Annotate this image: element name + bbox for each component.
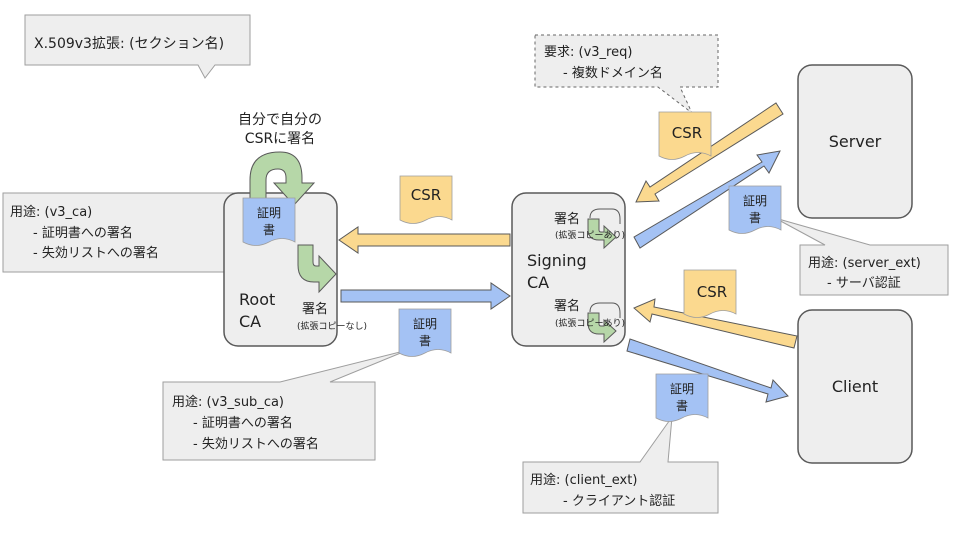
csr-label-client: CSR	[697, 283, 727, 301]
cert-document-server: 証明 書	[728, 185, 782, 234]
client-ext-title: 用途: (client_ext)	[530, 472, 637, 488]
server-ext-item: - サーバ認証	[827, 275, 901, 291]
v3-req-callout: 要求: (v3_req) - 複数ドメイン名	[534, 34, 719, 114]
signing-top-sign-label: 署名	[554, 211, 580, 227]
server-box: Server	[797, 64, 913, 219]
cert-arrow-root-to-signing	[340, 282, 511, 310]
cert-document-root: 証明 書	[242, 197, 296, 246]
v3-sub-ca-item-1: - 証明書への署名	[193, 415, 293, 431]
client-box: Client	[797, 309, 913, 464]
signing-top-sign-sublabel: (拡張コピーあり)	[555, 229, 625, 241]
v3-sub-ca-item-2: - 失効リストへの署名	[193, 436, 319, 452]
signing-bottom-curve-arrow	[587, 302, 621, 344]
server-ext-title: 用途: (server_ext)	[808, 255, 921, 271]
cert-label-sub-1: 証明	[413, 317, 437, 331]
signing-bottom-sign-sublabel: (拡張コピーあり)	[555, 317, 625, 329]
cert-document-sub: 証明 書	[398, 308, 452, 357]
cert-arrow-signing-to-client	[626, 338, 789, 403]
v3-req-item: - 複数ドメイン名	[563, 65, 663, 81]
server-ext-callout: 用途: (server_ext) - サーバ認証	[774, 217, 949, 296]
cert-label-client-2: 書	[676, 399, 688, 413]
server-label: Server	[829, 132, 882, 151]
signing-ca-label-line2: CA	[527, 273, 549, 292]
root-ca-label-line2: CA	[239, 312, 261, 331]
csr-arrow-client-to-signing	[633, 298, 798, 349]
root-sign-curve-arrow	[297, 244, 337, 294]
cert-label-server-2: 書	[749, 211, 761, 225]
cert-label-root-2: 書	[263, 223, 275, 237]
v3-ca-item-2: - 失効リストへの署名	[33, 245, 159, 261]
root-sign-sublabel: (拡張コピーなし)	[297, 320, 367, 332]
cert-label-sub-2: 書	[419, 334, 431, 348]
signing-bottom-sign-label: 署名	[554, 298, 580, 314]
signing-ca-label-line1: Signing	[527, 251, 587, 270]
csr-document-client: CSR	[683, 269, 737, 318]
cert-label-root-1: 証明	[257, 206, 281, 220]
client-ext-item: - クライアント認証	[563, 493, 675, 509]
root-sign-label: 署名	[302, 301, 328, 317]
section-name-text: X.509v3拡張: (セクション名)	[34, 36, 224, 52]
csr-arrow-signing-to-root	[338, 226, 511, 254]
section-name-callout: X.509v3拡張: (セクション名)	[24, 14, 251, 79]
cert-arrow-signing-to-server	[633, 150, 781, 249]
v3-ca-item-1: - 証明書への署名	[33, 225, 133, 241]
v3-sub-ca-title: 用途: (v3_sub_ca)	[172, 394, 284, 410]
self-sign-label-line1: 自分で自分の	[238, 112, 322, 128]
v3-sub-ca-callout: 用途: (v3_sub_ca) - 証明書への署名 - 失効リストへの署名	[162, 349, 409, 461]
self-sign-label-line2: CSRに署名	[245, 131, 315, 147]
self-sign-curve-arrow	[249, 151, 316, 206]
cert-label-server-1: 証明	[743, 194, 767, 208]
signing-top-curve-arrow	[587, 208, 621, 250]
client-ext-callout: 用途: (client_ext) - クライアント認証	[522, 415, 719, 514]
root-ca-label-line1: Root	[239, 290, 275, 309]
csr-document-root: CSR	[399, 175, 453, 224]
client-label: Client	[832, 377, 878, 396]
v3-req-title: 要求: (v3_req)	[544, 45, 632, 60]
v3-ca-callout: 用途: (v3_ca) - 証明書への署名 - 失効リストへの署名	[2, 192, 269, 273]
csr-label-root: CSR	[411, 186, 441, 204]
csr-label-server: CSR	[672, 124, 702, 142]
v3-ca-title: 用途: (v3_ca)	[10, 204, 92, 220]
cert-document-client: 証明 書	[655, 373, 709, 422]
cert-label-client-1: 証明	[670, 382, 694, 396]
csr-document-server: CSR	[658, 111, 712, 160]
